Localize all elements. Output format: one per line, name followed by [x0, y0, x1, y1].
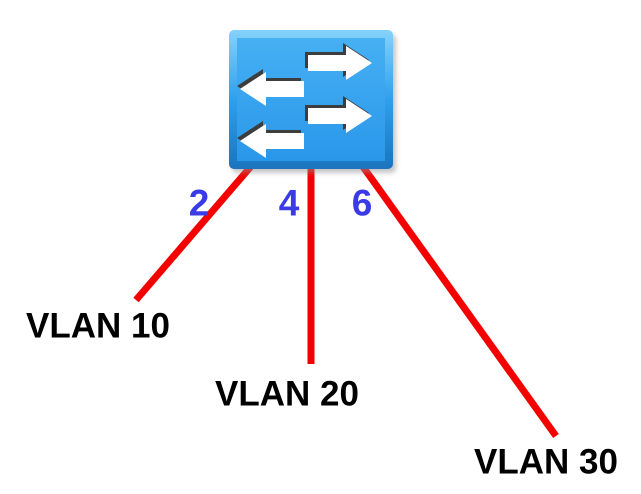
ethernet-switch-icon — [229, 30, 393, 169]
arrow-left-bottom-icon — [240, 124, 304, 158]
port-label-4: 4 — [278, 182, 300, 224]
link-port6-vlan30 — [358, 161, 559, 439]
vlan-30-label: VLAN 30 — [474, 442, 618, 482]
arrow-right-lower-icon — [308, 99, 372, 133]
arrow-right-top-icon — [308, 46, 372, 80]
port-label-2: 2 — [188, 182, 210, 224]
link-port2-vlan10 — [133, 161, 256, 303]
arrow-left-upper-icon — [240, 72, 304, 106]
vlan-20-label: VLAN 20 — [215, 374, 359, 414]
port-label-6: 6 — [351, 182, 373, 224]
vlan-10-label: VLAN 10 — [26, 306, 170, 346]
vlan-links — [133, 161, 559, 439]
